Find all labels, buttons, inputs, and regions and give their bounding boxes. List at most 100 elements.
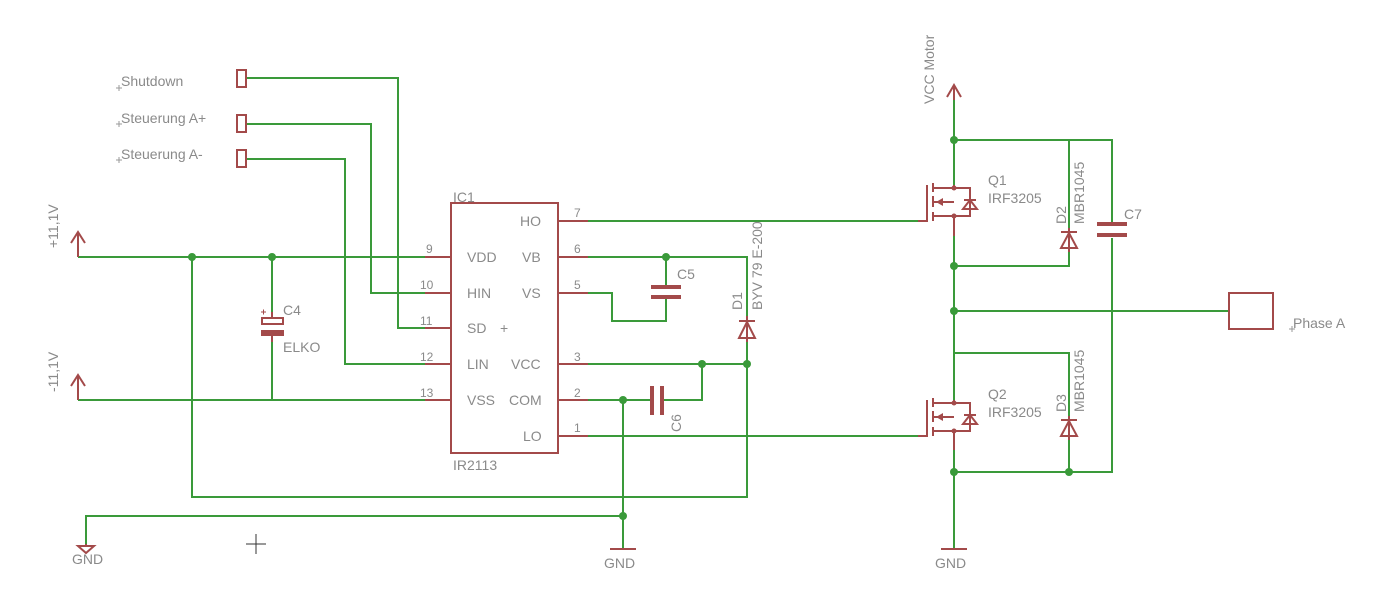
input-connectors — [236, 69, 1274, 330]
wire-vb — [588, 256, 748, 316]
c4-ref-label: C4 — [283, 302, 301, 318]
d1-value-label: BYV 79 E-200 — [749, 221, 765, 310]
gnd-symbol-left — [75, 544, 97, 555]
ic1-pin-name: LIN — [467, 356, 489, 372]
ic1-pin-name: LO — [523, 428, 542, 444]
c5-plate — [651, 285, 681, 289]
q2-dot — [951, 400, 957, 406]
c7-capacitor: C7 — [1097, 206, 1142, 237]
q1-arrow — [936, 198, 943, 206]
junction-dot — [188, 253, 196, 261]
ic1-pin-number: 11 — [420, 314, 433, 328]
d1-diode: D1 BYV 79 E-200 — [729, 221, 765, 342]
ic1-pin-number: 10 — [420, 278, 434, 292]
junctions — [188, 136, 1073, 520]
gnd-label-middle: GND — [604, 555, 635, 571]
wire-d3-top — [954, 352, 1070, 418]
c5-ref-label: C5 — [677, 266, 695, 282]
q2-mosfet: Q2 IRF3205 — [918, 386, 1042, 450]
ic1-pin-name: HIN — [467, 285, 491, 301]
junction-dot — [950, 136, 958, 144]
q2-body-diode — [960, 413, 980, 425]
wires — [78, 77, 1229, 548]
junction-dot — [1065, 468, 1073, 476]
ic1-pin-number: 5 — [574, 278, 581, 292]
c7-ref-label: C7 — [1124, 206, 1142, 222]
q2-terminals — [933, 400, 971, 450]
d3-ref-label: D3 — [1053, 394, 1069, 412]
junction-dot — [950, 468, 958, 476]
q1-value-label: IRF3205 — [988, 190, 1042, 206]
vcc-motor-arrow — [946, 83, 962, 100]
ic1-right-pins — [558, 220, 588, 437]
ic1-ref-label: IC1 — [453, 189, 475, 205]
ic1-pin-number: 6 — [574, 242, 581, 256]
c6-capacitor: C6 — [650, 386, 684, 432]
c6-plate — [650, 386, 654, 415]
ic1-pin-name: VS — [522, 285, 541, 301]
c6-ref-label: C6 — [668, 414, 684, 432]
wire-gnd-left — [85, 515, 623, 544]
q2-value-label: IRF3205 — [988, 404, 1042, 420]
c4-plate-bottom — [261, 330, 284, 336]
wire-bottom-bus — [954, 238, 1113, 473]
c6-plate — [660, 386, 664, 415]
d3-value-label: MBR1045 — [1071, 350, 1087, 412]
ic1-pin-name: VB — [522, 249, 541, 265]
steuerung-a-plus-connector — [236, 114, 247, 133]
ic1-plus-mark: + — [500, 320, 508, 336]
minus-supply-arrow — [70, 373, 86, 400]
shutdown-label: Shutdown — [121, 73, 183, 89]
wire-steuerung-a-minus — [247, 158, 425, 365]
q1-body-diode — [960, 198, 980, 210]
junction-dot — [619, 396, 627, 404]
c4-plate-top — [261, 317, 284, 325]
d2-body — [1059, 228, 1079, 252]
d2-schottky-diode: D2 MBR1045 — [1053, 162, 1087, 252]
shutdown-connector — [236, 69, 247, 88]
d3-body — [1059, 416, 1079, 440]
ic1-pin-name: VDD — [467, 249, 497, 265]
ic1-pin-number: 9 — [426, 242, 433, 256]
c7-plate — [1097, 233, 1127, 237]
ic1-pin-number: 7 — [574, 206, 581, 220]
ic1-pin-name: VSS — [467, 392, 495, 408]
junction-dot — [698, 360, 706, 368]
d1-ref-label: D1 — [729, 292, 745, 310]
d2-ref-label: D2 — [1053, 206, 1069, 224]
wire-bootstrap-loop — [191, 257, 748, 498]
wire-top-bus — [954, 139, 1113, 222]
c7-plate — [1097, 222, 1127, 226]
wire-d2-bottom — [954, 250, 1070, 267]
steuerung-a-plus-label: Steuerung A+ — [121, 110, 206, 126]
minus-supply-label: -11,1V — [45, 351, 61, 392]
supply-symbols: +11,1V -11,1V VCC Motor GND GND GND — [45, 34, 967, 571]
junction-dot — [619, 512, 627, 520]
plus-supply-arrow — [70, 230, 86, 257]
q1-gate — [918, 185, 928, 222]
wire-vs — [588, 292, 667, 322]
ic1-pin-name: SD — [467, 320, 486, 336]
q2-dot — [951, 428, 957, 434]
ic1-pin-number: 3 — [574, 350, 581, 364]
q1-mosfet: Q1 IRF3205 — [918, 172, 1042, 236]
phase-a-label: Phase A — [1293, 315, 1346, 331]
ic1-pin-name: COM — [509, 392, 542, 408]
c4-value-label: ELKO — [283, 339, 320, 355]
ic1-pin-name: HO — [520, 213, 541, 229]
ic1-pin-number: 13 — [420, 386, 434, 400]
origin-cross — [116, 85, 1295, 332]
junction-dot — [950, 307, 958, 315]
vcc-motor-label: VCC Motor — [921, 34, 937, 104]
q2-gate — [918, 400, 928, 437]
steuerung-a-minus-connector — [236, 149, 247, 168]
wire-c6-right — [664, 364, 703, 401]
ic1-pin-number: 1 — [574, 421, 581, 435]
junction-dot — [950, 262, 958, 270]
ic1-left-pins — [425, 256, 451, 401]
d1-body — [737, 316, 757, 342]
c5-plate — [651, 295, 681, 299]
wire-shutdown — [247, 77, 425, 329]
c4-plus-mark — [261, 309, 266, 315]
